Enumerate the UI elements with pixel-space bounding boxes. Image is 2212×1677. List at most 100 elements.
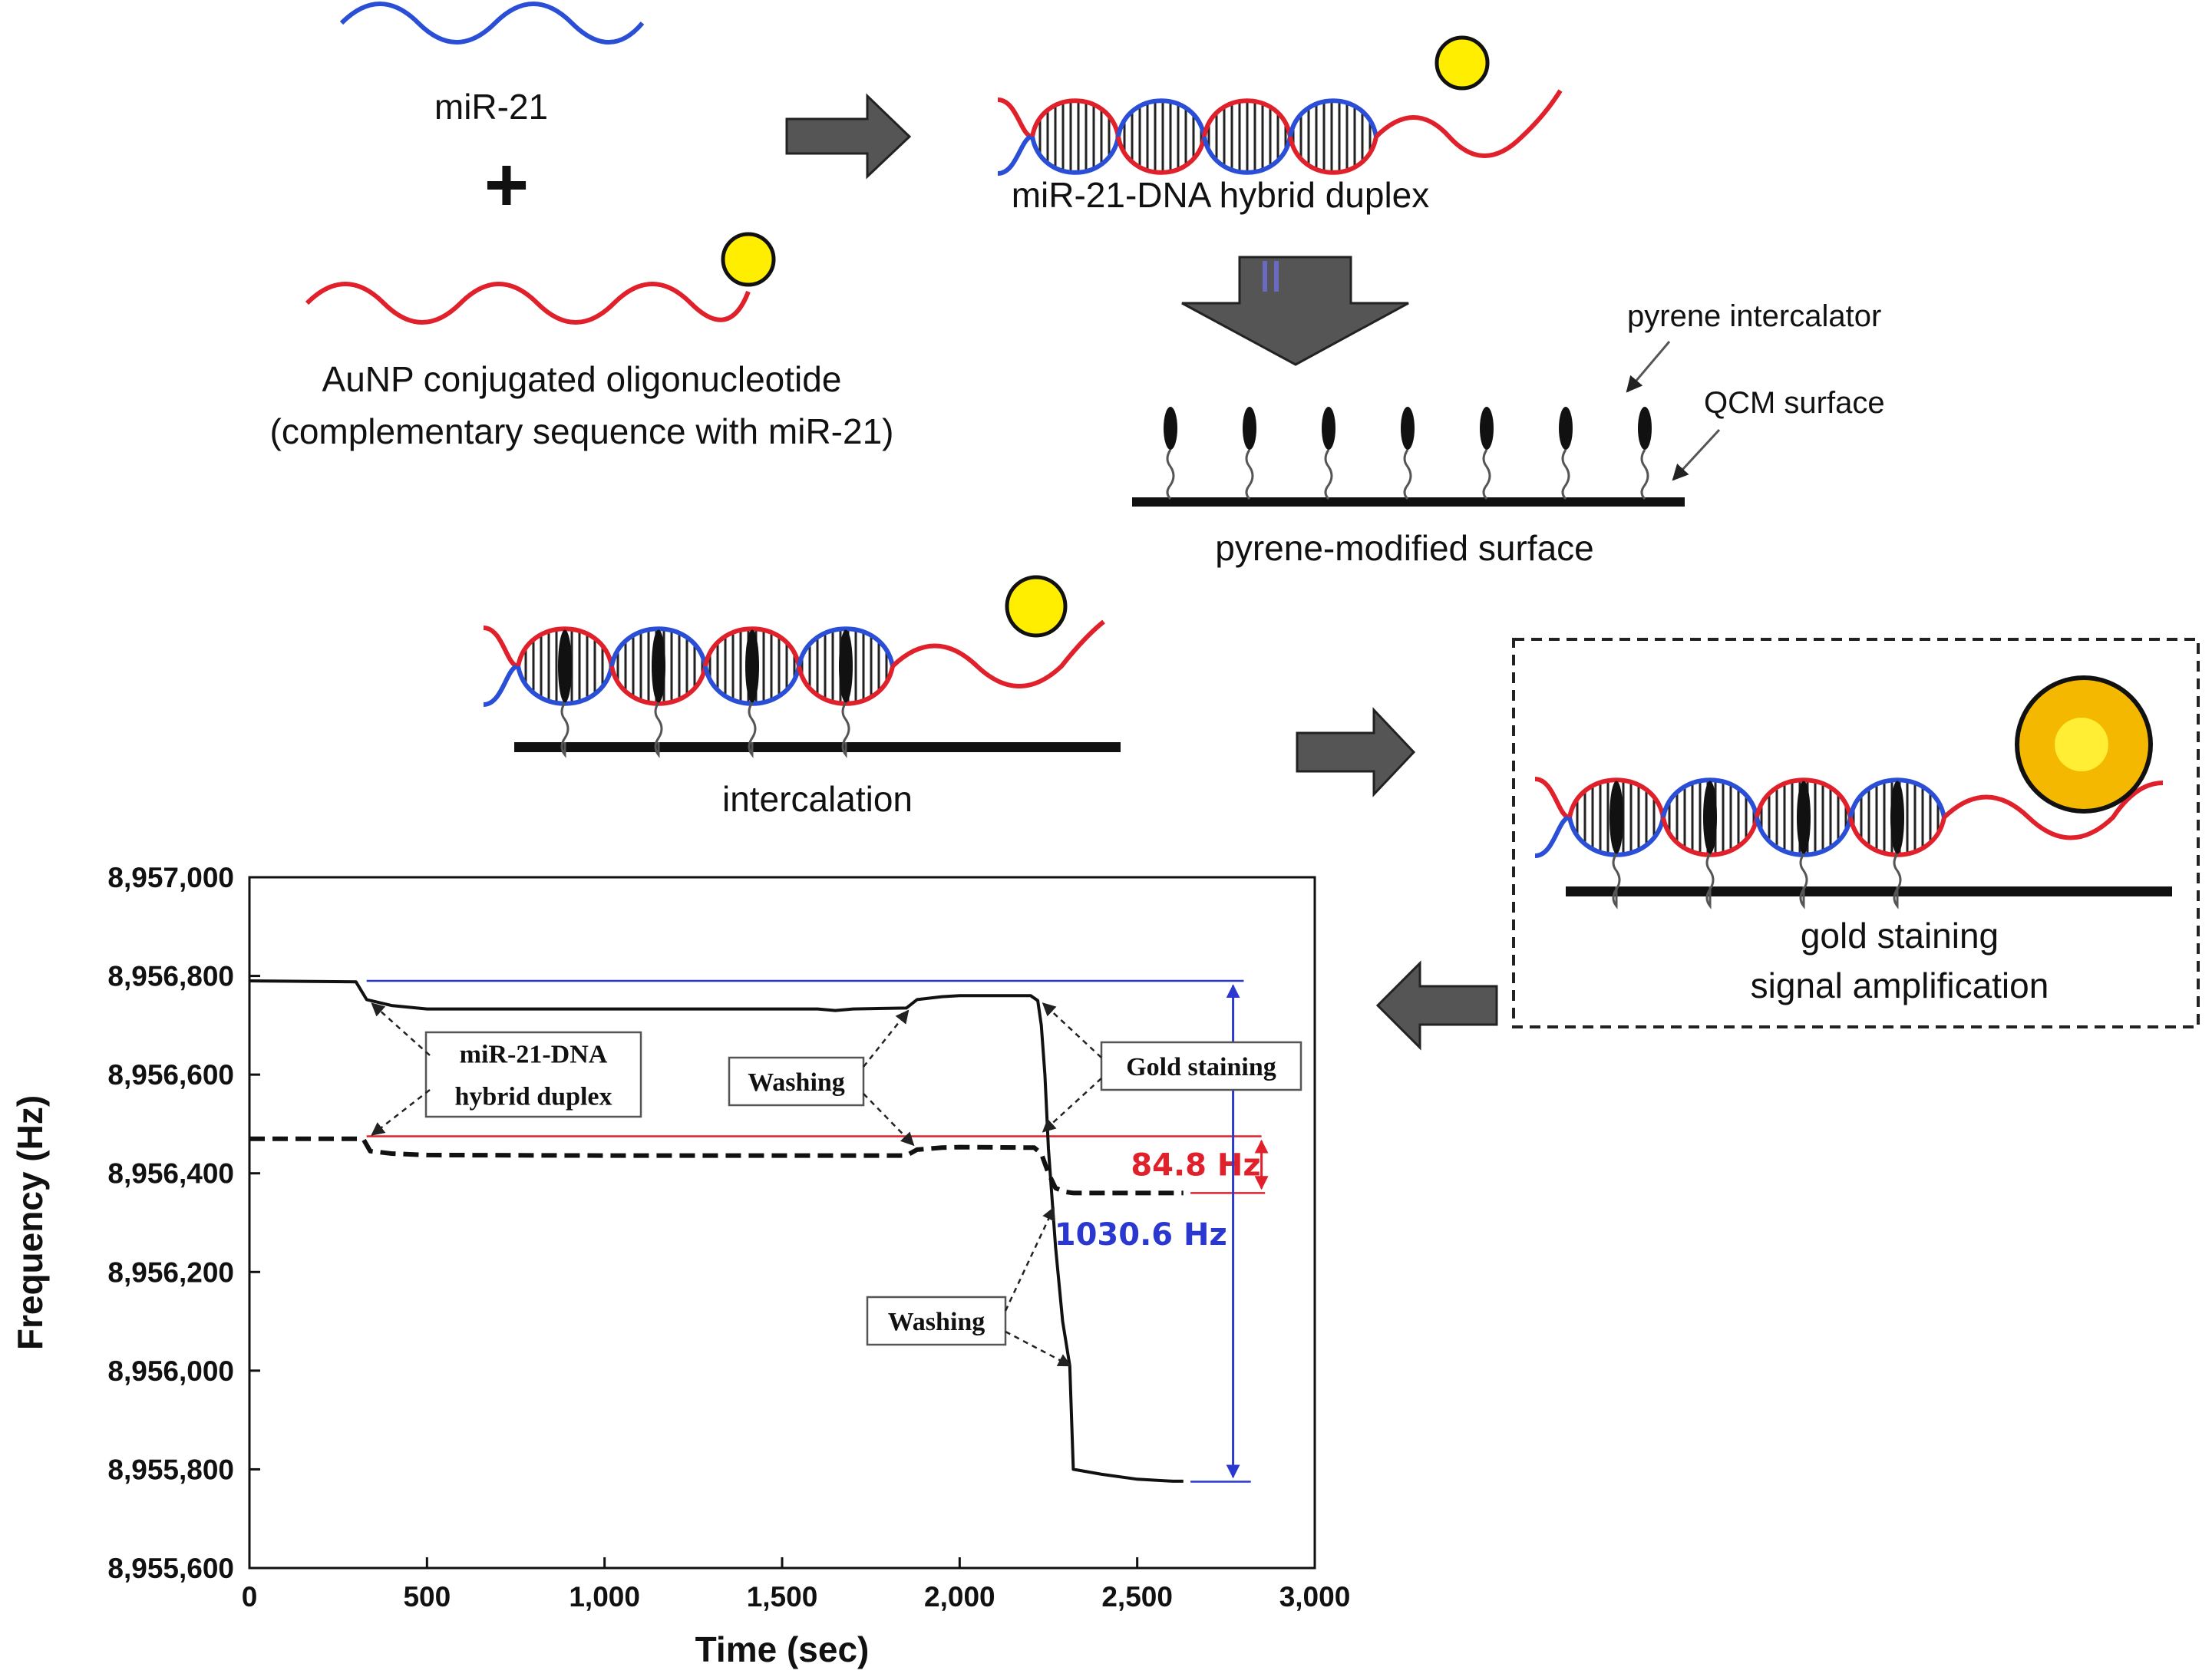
mirna-label: miR-21: [434, 87, 548, 127]
strand: [1848, 777, 1946, 818]
strand: [516, 626, 614, 667]
hybrid-duplex: [997, 35, 1563, 176]
linker: [1799, 853, 1808, 909]
base-pairs: [1204, 101, 1290, 173]
x-tick-label: 3,000: [1279, 1581, 1351, 1613]
gold-nanoparticle-icon: [721, 232, 776, 287]
annotation-washing-2-text: Washing: [888, 1308, 985, 1336]
annotation-pointer: [1042, 1002, 1102, 1058]
annotation-washing-2-box: [866, 1296, 1007, 1346]
aunp-label-line2: (complementary sequence with miR-21): [270, 411, 894, 451]
process-arrow-icon: [1375, 960, 1498, 1051]
base-pairs: [1032, 101, 1118, 173]
annotation-pointer: [1004, 1207, 1055, 1312]
pyrene-intercalator-label: pyrene intercalator: [1627, 299, 1881, 333]
pointer-arrow: [1626, 341, 1671, 393]
mirna-strand: [483, 664, 519, 707]
plus-sign: +: [484, 142, 529, 228]
pyrene-intercalator-icon: [1703, 781, 1717, 854]
pyrene-intercalator-icon: [652, 629, 665, 703]
pyrene-intercalator-icon: [745, 629, 759, 703]
pyrene-surface-label: pyrene-modified surface: [1215, 528, 1593, 568]
pyrene-intercalator-icon: [1890, 781, 1904, 854]
annotation-hybrid-duplex-text: hybrid duplex: [454, 1083, 612, 1111]
linker: [560, 702, 570, 758]
pointer-arrow: [1672, 428, 1721, 481]
annotation-pointer: [371, 1089, 431, 1136]
y-tick-label: 8,956,000: [107, 1355, 234, 1387]
linker: [1705, 853, 1715, 909]
strand: [1202, 136, 1293, 175]
strand: [1030, 136, 1121, 175]
dna-strand: [483, 626, 519, 668]
strand: [1202, 98, 1293, 137]
y-tick-label: 8,956,200: [107, 1256, 234, 1288]
linker: [1561, 449, 1570, 500]
dna-tail: [1942, 781, 2164, 840]
solid-frequency-trace: [249, 979, 1184, 1483]
annotation-gold-staining-box: [1100, 1041, 1302, 1091]
gold-nanoparticle-icon: [1005, 575, 1068, 638]
annotation-pointer: [863, 1009, 910, 1068]
intercalation-complex: [483, 575, 1121, 758]
gold-staining-label-line1: gold staining: [1801, 916, 1999, 956]
strand: [609, 626, 708, 667]
base-pairs: [1118, 101, 1204, 173]
x-tick-label: 1,000: [569, 1581, 640, 1613]
intercalation-label: intercalation: [722, 779, 913, 819]
gold-nanoparticle-icon: [1434, 35, 1490, 91]
y-tick-label: 8,955,600: [107, 1553, 234, 1584]
mirna-strand: [339, 2, 645, 45]
duplex-label: miR-21-DNA hybrid duplex: [1012, 175, 1430, 215]
x-tick-label: 1,500: [747, 1581, 818, 1613]
pyrene-intercalator-icon: [1401, 407, 1415, 450]
pyrene-intercalator-icon: [1797, 781, 1811, 854]
gold-staining-box: [1512, 638, 2200, 1028]
strand: [1567, 777, 1666, 818]
x-tick-label: 0: [242, 1581, 258, 1613]
process-arrow-icon: [1181, 256, 1409, 366]
annotation-washing-box: [728, 1056, 865, 1107]
linker: [1324, 449, 1333, 500]
linker: [1245, 449, 1254, 500]
dna-tail: [1374, 89, 1563, 158]
aunp-label-line1: AuNP conjugated oligonucleotide: [322, 359, 842, 399]
frequency-chart: 0 500 1,000 1,500 2,000 2,500 3,000 8,955,600 8,…: [10, 862, 1350, 1669]
pyrene-modified-surface: [1132, 407, 1685, 507]
gold-nanoparticle-icon: [2055, 718, 2108, 771]
dna-strand: [997, 97, 1033, 139]
annotation-washing-text: Washing: [748, 1068, 845, 1097]
pyrene-intercalator-icon: [1164, 407, 1177, 450]
strand: [1755, 777, 1853, 818]
aunp-oligonucleotide: [305, 232, 776, 325]
strand: [1288, 98, 1378, 137]
y-tick-label: 8,956,800: [107, 961, 234, 992]
pyrene-intercalator-icon: [1638, 407, 1652, 450]
x-tick-label: 500: [403, 1581, 451, 1613]
linker: [1403, 449, 1412, 500]
arrow-mark: [1263, 261, 1267, 292]
linker: [1893, 853, 1902, 909]
annotation-gold-staining-text: Gold staining: [1126, 1053, 1276, 1081]
dna-strand: [1534, 777, 1570, 820]
x-tick-label: 2,000: [924, 1581, 995, 1613]
dashed-frequency-trace: [249, 1136, 1184, 1196]
pyrene-intercalator-icon: [1559, 407, 1573, 450]
annotation-hybrid-duplex-box: [424, 1031, 642, 1118]
dna-tail: [890, 619, 1105, 688]
strand: [1116, 98, 1207, 137]
strand: [1288, 136, 1378, 175]
y-tick-label: 8,956,400: [107, 1158, 234, 1190]
y-tick-label: 8,955,800: [107, 1454, 234, 1485]
strand: [797, 626, 895, 667]
strand: [703, 626, 801, 667]
strand: [1030, 98, 1121, 137]
linker: [1482, 449, 1491, 500]
process-arrow-icon: [1296, 707, 1416, 797]
linker: [1166, 449, 1175, 500]
base-pairs: [1290, 101, 1376, 173]
pyrene-intercalator-icon: [558, 629, 572, 703]
arrow-mark: [1274, 261, 1279, 292]
mirna-strand: [997, 134, 1033, 176]
x-tick-label: 2,500: [1101, 1581, 1173, 1613]
